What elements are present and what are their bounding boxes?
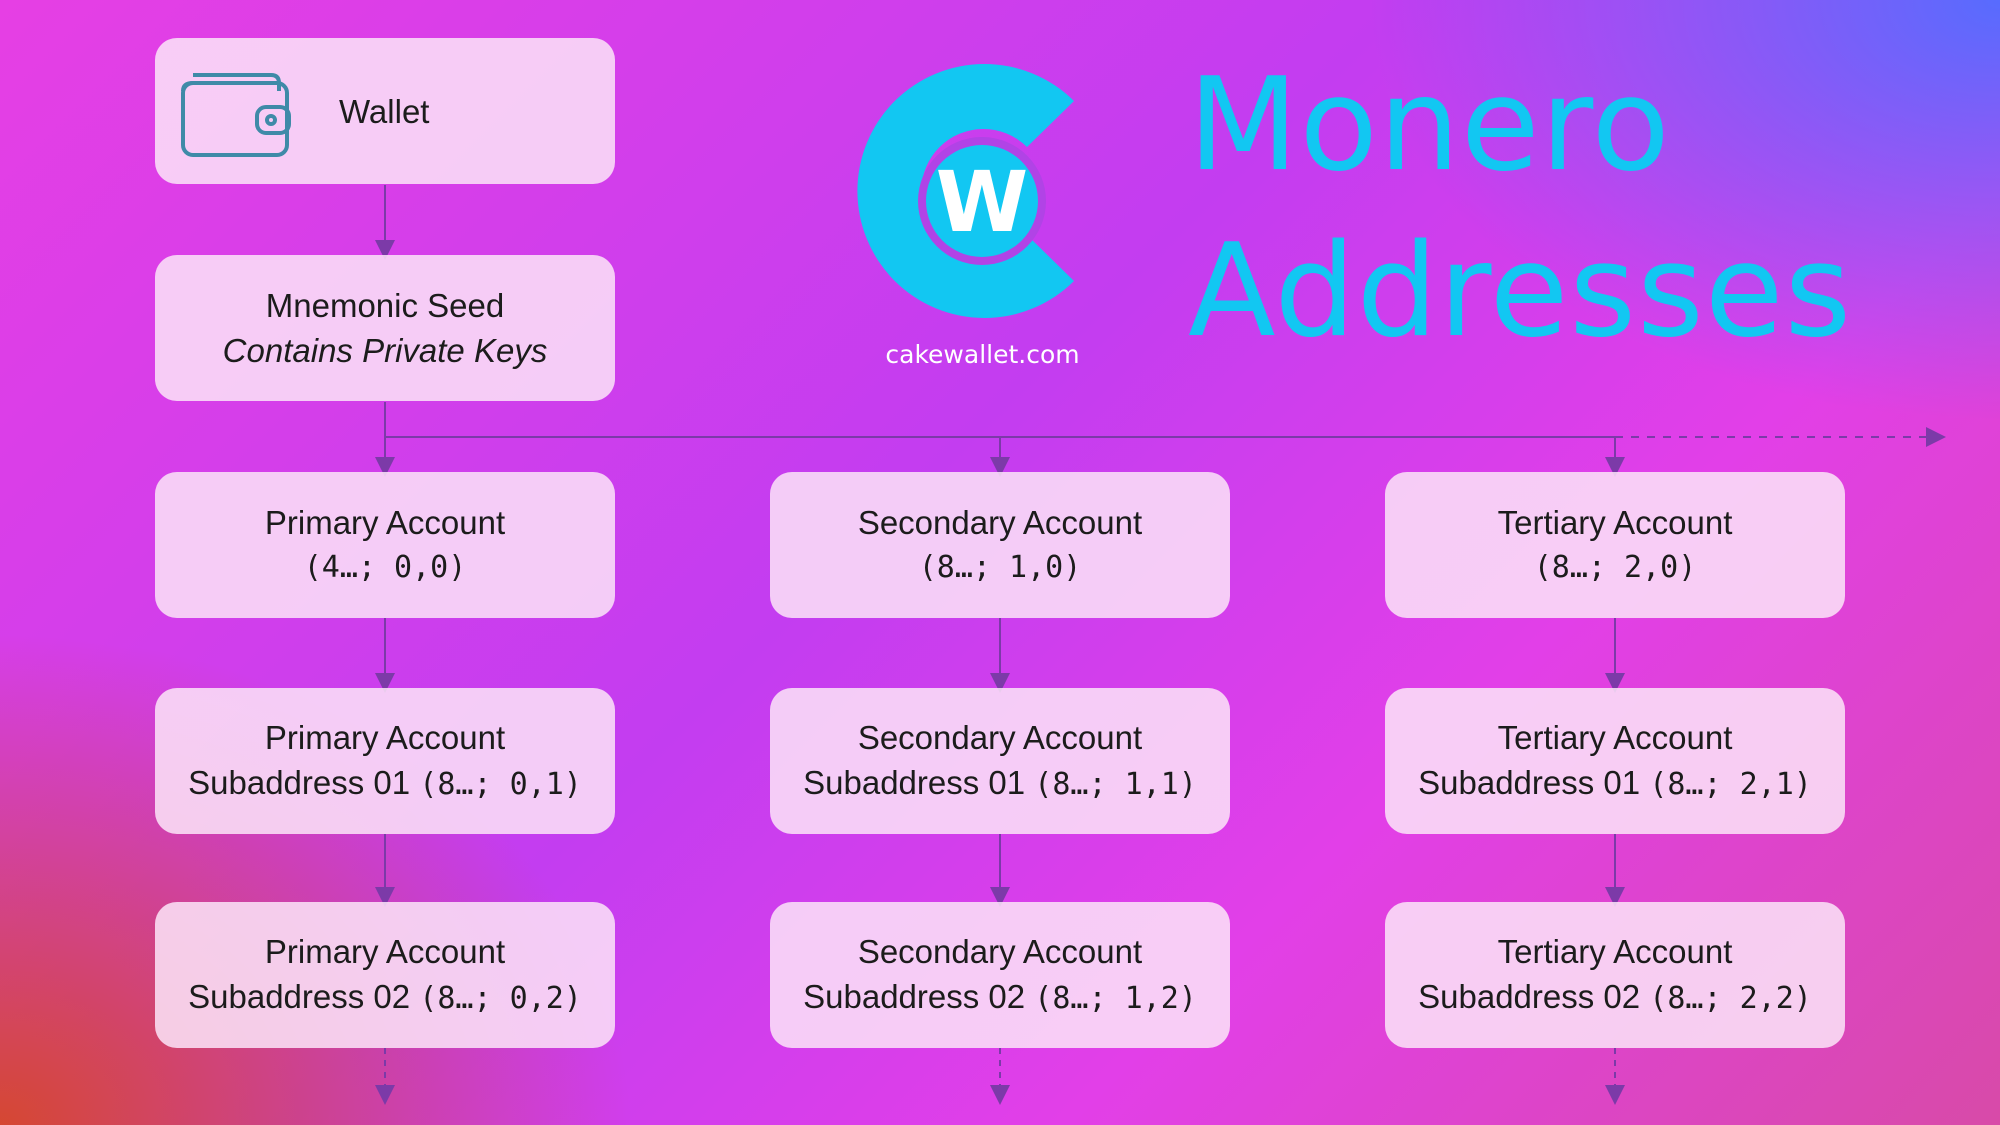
subaddress-label: Subaddress 02: [188, 978, 411, 1015]
tertiary-subaddress-02-box: Tertiary Account Subaddress 02 (8…; 2,2): [1385, 902, 1845, 1048]
seed-title: Mnemonic Seed: [265, 287, 505, 324]
mnemonic-seed-box: Mnemonic Seed Contains Private Keys: [155, 255, 615, 401]
account-name: Tertiary Account: [1497, 504, 1733, 541]
tertiary-subaddress-01-box: Tertiary Account Subaddress 01 (8…; 2,1): [1385, 688, 1845, 834]
account-name: Secondary Account: [857, 719, 1143, 756]
secondary-account-box: Secondary Account (8…; 1,0): [770, 472, 1230, 618]
account-code: (8…; 2,0): [1533, 550, 1697, 585]
account-name: Primary Account: [264, 933, 506, 970]
primary-subaddress-01-box: Primary Account Subaddress 01 (8…; 0,1): [155, 688, 615, 834]
subaddress-code: (8…; 0,2): [419, 981, 582, 1016]
subaddress-label: Subaddress 01: [188, 764, 411, 801]
account-code: (4…; 0,0): [303, 550, 467, 585]
subaddress-code: (8…; 2,2): [1649, 981, 1812, 1016]
subaddress-code: (8…; 0,1): [419, 767, 582, 802]
primary-subaddress-02-box: Primary Account Subaddress 02 (8…; 0,2): [155, 902, 615, 1048]
account-name: Primary Account: [264, 719, 506, 756]
account-code: (8…; 1,0): [918, 550, 1082, 585]
wallet-icon: [181, 73, 291, 157]
account-name: Tertiary Account: [1497, 719, 1733, 756]
subaddress-code: (8…; 1,2): [1034, 981, 1197, 1016]
subaddress-code: (8…; 1,1): [1034, 767, 1197, 802]
subaddress-code: (8…; 2,1): [1649, 767, 1812, 802]
title-line-2: Addresses: [1188, 217, 1853, 366]
site-url: cakewallet.com: [885, 340, 1080, 369]
subaddress-label: Subaddress 02: [1418, 978, 1641, 1015]
subaddress-label: Subaddress 02: [803, 978, 1026, 1015]
account-name: Secondary Account: [857, 504, 1143, 541]
subaddress-label: Subaddress 01: [803, 764, 1026, 801]
seed-subtitle: Contains Private Keys: [222, 332, 548, 369]
primary-account-box: Primary Account (4…; 0,0): [155, 472, 615, 618]
wallet-box: Wallet: [155, 38, 615, 184]
account-name: Tertiary Account: [1497, 933, 1733, 970]
tertiary-account-box: Tertiary Account (8…; 2,0): [1385, 472, 1845, 618]
account-name: Primary Account: [264, 504, 506, 541]
subaddress-label: Subaddress 01: [1418, 764, 1641, 801]
secondary-subaddress-02-box: Secondary Account Subaddress 02 (8…; 1,2…: [770, 902, 1230, 1048]
title-line-1: Monero: [1188, 51, 1671, 200]
secondary-subaddress-01-box: Secondary Account Subaddress 01 (8…; 1,1…: [770, 688, 1230, 834]
account-name: Secondary Account: [857, 933, 1143, 970]
wallet-label: Wallet: [339, 92, 430, 130]
